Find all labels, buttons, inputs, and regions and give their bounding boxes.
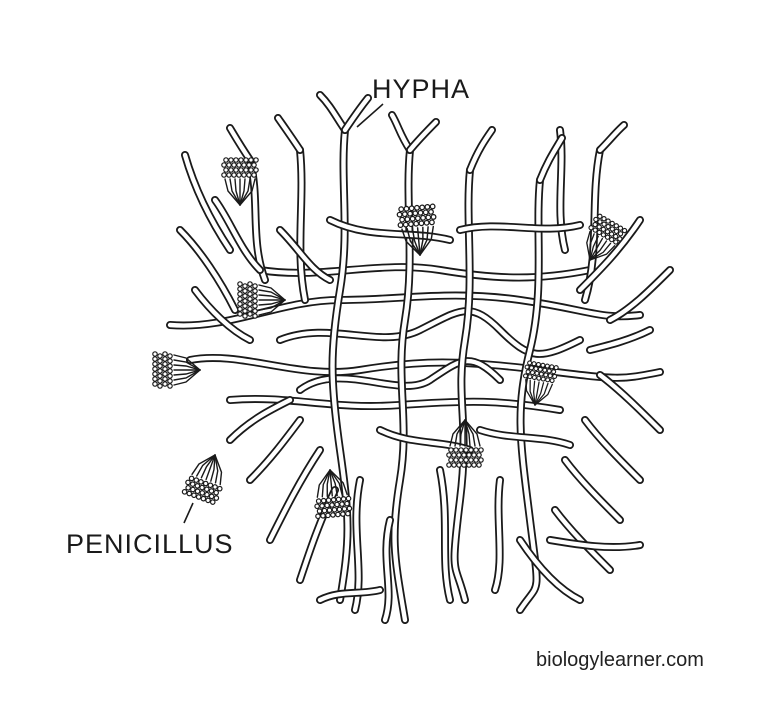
penicillus-structure <box>221 157 259 206</box>
hypha-strand <box>246 416 304 484</box>
hypha-strand <box>456 221 584 234</box>
hypha-strand <box>546 536 644 552</box>
penicillus-structure <box>446 419 484 468</box>
hypha-strand <box>536 134 566 184</box>
hyphae-network <box>166 91 674 624</box>
penicilli-group <box>152 157 628 520</box>
penicillus-label: PENICILLUS <box>66 529 234 559</box>
hypha-strand <box>406 118 440 154</box>
hypha-strand <box>328 126 352 604</box>
hypha-strand <box>388 111 414 154</box>
hypha-strand <box>576 216 644 294</box>
hypha-strand <box>581 416 644 484</box>
hypha-strand <box>596 121 628 154</box>
hypha-strand <box>316 586 384 604</box>
hypha-strand <box>516 176 544 614</box>
hypha-strand <box>186 353 664 382</box>
hypha-strand <box>476 426 574 449</box>
hypha-strand <box>551 506 614 574</box>
penicillus-structure <box>396 203 437 256</box>
hypha-strand <box>561 456 624 524</box>
penicillus-structure <box>314 469 353 520</box>
hypha-strand <box>326 216 454 244</box>
hypha-strand <box>274 114 304 154</box>
hypha-strand <box>516 536 584 604</box>
watermark-text: biologylearner.com <box>536 649 704 671</box>
hypha-strand <box>586 326 654 354</box>
hypha-strand <box>596 371 664 434</box>
hypha-strand <box>276 226 334 284</box>
penicillus-structure <box>522 360 559 406</box>
hypha-strand <box>191 286 254 344</box>
hypha-strand <box>436 466 454 604</box>
hypha-leader-line <box>356 103 384 128</box>
penicillus-structure <box>237 281 286 319</box>
penicillus-structure <box>181 454 223 505</box>
hypha-strand <box>491 476 504 594</box>
penicillus-structure <box>586 213 628 261</box>
hypha-strand <box>450 166 474 604</box>
label-leaders <box>183 103 384 524</box>
hypha-strand <box>296 146 309 304</box>
penicillus-structure <box>152 351 201 389</box>
hypha-strand <box>606 266 674 324</box>
hypha-strand <box>181 151 234 254</box>
penicillus-leader-line <box>183 502 194 524</box>
hypha-strand <box>316 91 349 134</box>
hypha-label: HYPHA <box>372 74 471 104</box>
hypha-strand <box>226 396 294 444</box>
hypha-strand <box>266 446 324 544</box>
hypha-strand <box>341 94 372 134</box>
hypha-strand <box>211 196 264 274</box>
hypha-strand <box>381 516 394 624</box>
hypha-strand <box>176 226 239 314</box>
hypha-strand <box>466 126 496 174</box>
hypha-strand <box>226 124 254 164</box>
